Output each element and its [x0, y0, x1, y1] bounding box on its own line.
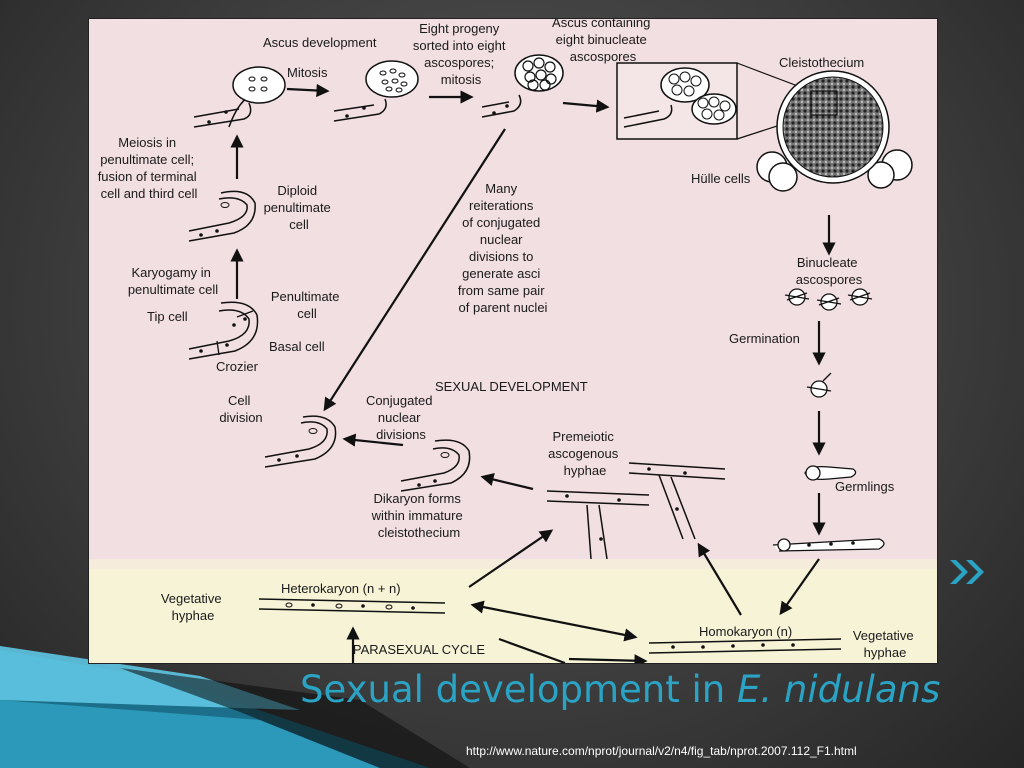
label-ascus-containing: Ascus containing eight binucleate ascosp… [552, 19, 654, 64]
label-sexual-development: SEXUAL DEVELOPMENT [435, 379, 588, 394]
label-cleistothecium: Cleistothecium [779, 55, 864, 70]
eight-progeny-cell [481, 54, 564, 118]
source-credit: http://www.nature.com/nprot/journal/v2/n… [466, 744, 857, 758]
slide-title: Sexual development in E. nidulans [300, 668, 940, 711]
label-premeiotic: Premeiotic ascogenous hyphae [548, 429, 622, 478]
slide-title-species: E. nidulans [737, 668, 941, 711]
life-cycle-diagram: Ascus development Mitosis Eight progeny … [88, 18, 938, 664]
double-chevron-right-icon [950, 560, 984, 584]
heterokaryon-hypha [258, 598, 446, 614]
label-basal-cell: Basal cell [269, 339, 325, 354]
next-slide-button[interactable] [946, 556, 994, 588]
premeiotic-hyphae [546, 462, 726, 560]
label-penultimate-cell: Penultimate cell [271, 289, 343, 321]
slide-title-text: Sexual development in [300, 668, 737, 711]
label-heterokaryon: Heterokaryon (n + n) [281, 581, 401, 596]
label-many-reiterations: Many reiterations of conjugated nuclear … [458, 181, 548, 315]
ascus-zoom-box [616, 62, 812, 140]
label-tip-cell: Tip cell [147, 309, 188, 324]
label-homokaryon: Homokaryon (n) [699, 624, 792, 639]
meiosis-cell [188, 190, 256, 242]
label-binucleate-ascospores: Binucleate ascospores [796, 255, 863, 287]
germling-short [804, 465, 857, 481]
label-diploid-penultimate: Diploid penultimate cell [264, 183, 335, 232]
binucleate-ascospores [784, 288, 873, 311]
homokaryon-hypha [648, 638, 842, 654]
cleistothecium [756, 70, 913, 192]
label-dikaryon: Dikaryon forms within immature cleistoth… [371, 491, 467, 540]
mitosis-cell [333, 60, 419, 122]
germinating-spore [806, 372, 832, 398]
label-parasexual-cycle: PARASEXUAL CYCLE [353, 642, 486, 657]
label-hulle-cells: Hülle cells [691, 171, 751, 186]
label-crozier: Crozier [216, 359, 259, 374]
diagram-labels: Ascus development Mitosis Eight progeny … [98, 19, 917, 660]
label-vegetative-hyphae-left: Vegetative hyphae [161, 591, 225, 623]
karyogamy-crozier [188, 301, 259, 360]
label-vegetative-hyphae-right: Vegetative hyphae [853, 628, 917, 660]
dikaryon-crozier [400, 439, 471, 492]
label-germination: Germination [729, 331, 800, 346]
parasexual-region [89, 567, 937, 663]
label-karyogamy: Karyogamy in penultimate cell [128, 265, 218, 297]
label-conjugated-nuclear: Conjugated nuclear divisions [366, 393, 436, 442]
label-germlings: Germlings [835, 479, 895, 494]
cell-division-crozier [264, 415, 337, 468]
label-eight-progeny: Eight progeny sorted into eight ascospor… [413, 21, 509, 87]
label-meiosis: Meiosis in penultimate cell; fusion of t… [98, 135, 201, 201]
label-ascus-development: Ascus development [263, 35, 377, 50]
flow-arrows [230, 83, 836, 663]
label-cell-division: Cell division [219, 393, 262, 425]
germling-long [772, 538, 885, 552]
ascus-development-cell [193, 66, 286, 128]
label-mitosis: Mitosis [287, 65, 328, 80]
diagram-svg: Ascus development Mitosis Eight progeny … [89, 19, 937, 663]
